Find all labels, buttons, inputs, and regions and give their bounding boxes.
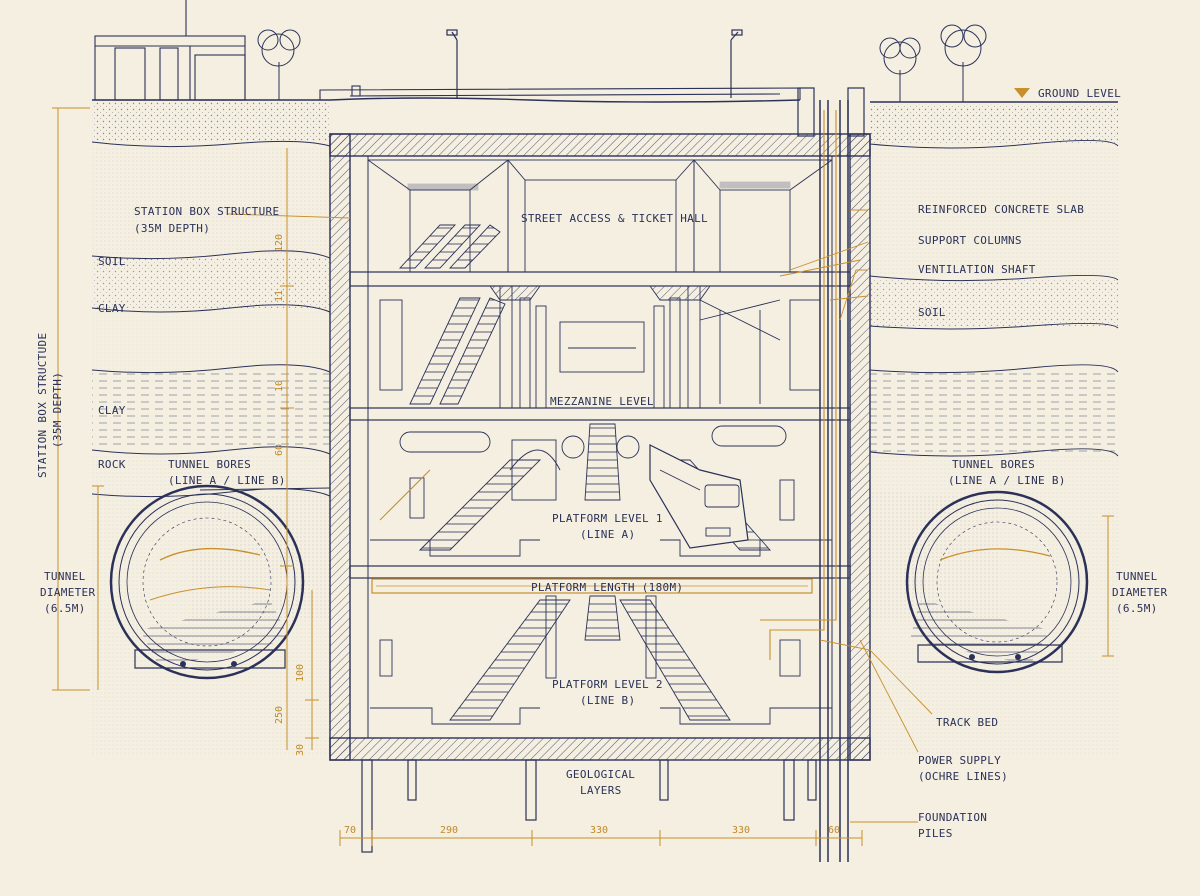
station-box-vertical-label: STATION BOX STRUCTUDE	[36, 333, 49, 478]
tunnel-diameter-left-label: TUNNEL	[44, 570, 86, 583]
tunnel-bore-left	[109, 484, 331, 680]
platform-1-label: PLATFORM LEVEL 1	[552, 512, 663, 525]
clay-label: CLAY	[98, 302, 126, 315]
foundation-piles	[361, 759, 817, 853]
surface-scene	[92, 0, 1118, 103]
mezzanine-interior	[379, 285, 821, 409]
ventilation-shaft	[797, 87, 865, 862]
dimension-label: 250	[274, 706, 285, 724]
ground-level-label: GROUND LEVEL	[1038, 87, 1121, 100]
tree-icon	[940, 24, 987, 102]
platform-level-2-interior	[370, 595, 832, 725]
foundation-piles-sublabel: PILES	[918, 827, 953, 840]
tunnel-diameter-left-label: (6.5M)	[44, 602, 86, 615]
dimension-lines	[52, 107, 1114, 846]
track-bed-label: TRACK BED	[936, 716, 998, 729]
dimension-label: 290	[440, 825, 458, 836]
rock-label: ROCK	[98, 458, 126, 471]
reinforced-slab-label: REINFORCED CONCRETE SLAB	[918, 203, 1084, 216]
dimension-labels: 120 11 10 60 100 250 30 70 290 330 330 6…	[274, 234, 840, 836]
dimension-label: 100	[295, 664, 306, 682]
geological-layers-label: GEOLOGICAL	[566, 768, 635, 781]
dimension-label: 10	[274, 380, 285, 392]
tunnel-bores-right-label: TUNNEL BORES	[952, 458, 1035, 471]
surface-building-icon	[94, 0, 246, 101]
platform-2-sublabel: (LINE B)	[580, 694, 635, 707]
dimension-label: 60	[274, 444, 285, 456]
tunnel-diameter-right-label: TUNNEL	[1116, 570, 1158, 583]
station-entrance-icon	[319, 85, 801, 100]
station-box-vertical-depth-label: (35M DEPTH)	[51, 372, 64, 448]
tunnel-diameter-right-label: (6.5M)	[1116, 602, 1158, 615]
power-supply-sublabel: (OCHRE LINES)	[918, 770, 1008, 783]
tree-icon	[879, 37, 921, 102]
geological-layers-left	[91, 102, 331, 756]
tunnel-diameter-left-label: DIAMETER	[40, 586, 95, 599]
geological-layers-right	[869, 104, 1119, 756]
street-lamp-icon	[446, 29, 743, 98]
ground-level-marker-icon	[1014, 88, 1030, 98]
mezzanine-label: MEZZANINE LEVEL	[550, 395, 654, 408]
soil-right-label: SOIL	[918, 306, 946, 319]
support-columns-label: SUPPORT COLUMNS	[918, 234, 1022, 247]
platform-length-label: PLATFORM LENGTH (180M)	[531, 581, 683, 594]
train-icon	[649, 444, 749, 549]
dimension-label: 11	[274, 290, 285, 302]
power-supply-label: POWER SUPPLY	[918, 754, 1001, 767]
platform-length-bar	[371, 578, 813, 594]
dimension-label: 30	[295, 744, 306, 756]
dimension-label: 70	[344, 825, 356, 836]
tunnel-bore-right	[870, 490, 1089, 674]
tunnel-bores-right-sublabel: (LINE A / LINE B)	[948, 474, 1066, 487]
soil-label: SOIL	[98, 255, 126, 268]
power-supply-lines	[379, 110, 861, 660]
dimension-label: 60	[828, 825, 840, 836]
platform-1-sublabel: (LINE A)	[580, 528, 635, 541]
dimension-label: 330	[590, 825, 608, 836]
tunnel-bores-left-label: TUNNEL BORES	[168, 458, 251, 471]
tunnel-diameter-right-label: DIAMETER	[1112, 586, 1167, 599]
clay-label: CLAY	[98, 404, 126, 417]
foundation-piles-label: FOUNDATION	[918, 811, 987, 824]
ventilation-shaft-label: VENTILATION SHAFT	[918, 263, 1036, 276]
labels: GROUND LEVEL STATION BOX STRUCTURE (35M …	[36, 87, 1167, 840]
station-box-depth-label: (35M DEPTH)	[134, 222, 210, 235]
geological-layers-sublabel: LAYERS	[580, 784, 622, 797]
platform-2-label: PLATFORM LEVEL 2	[552, 678, 663, 691]
leader-lines	[227, 209, 933, 823]
dimension-label: 120	[274, 234, 285, 252]
street-access-label: STREET ACCESS & TICKET HALL	[521, 212, 708, 225]
dimension-label: 330	[732, 825, 750, 836]
platform-level-1-interior	[370, 423, 832, 557]
tunnel-bores-left-sublabel: (LINE A / LINE B)	[168, 474, 286, 487]
tree-icon	[257, 29, 301, 100]
station-box-label: STATION BOX STRUCTURE	[134, 205, 279, 218]
ticket-hall-interior	[367, 159, 833, 273]
